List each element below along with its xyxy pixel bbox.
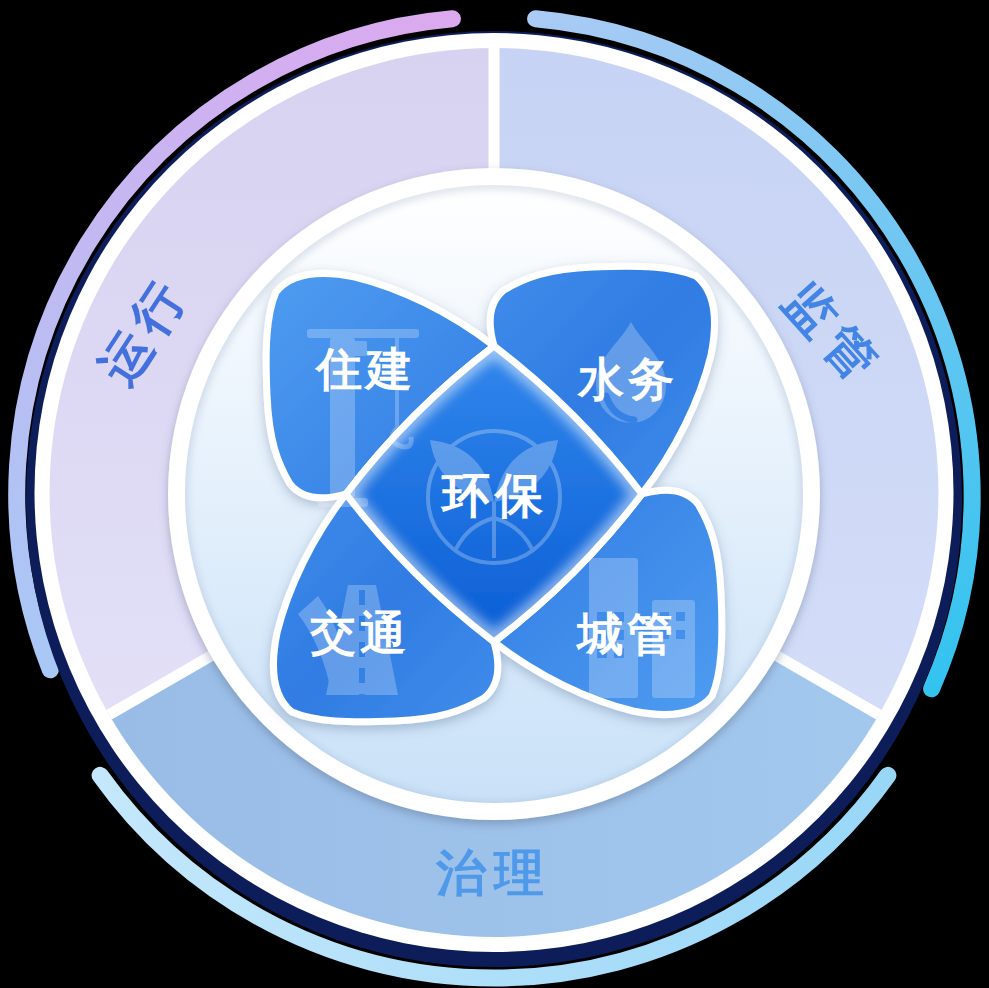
petal-label-traffic: 交通 [309,607,410,659]
ring-label-governance: 治理 [435,845,552,901]
petal-label-housing: 住建 [314,343,416,395]
petal-label-cityadmin: 城管 [575,608,677,660]
center-label-environment: 环保 [440,469,548,522]
petal-label-water: 水务 [576,353,678,405]
